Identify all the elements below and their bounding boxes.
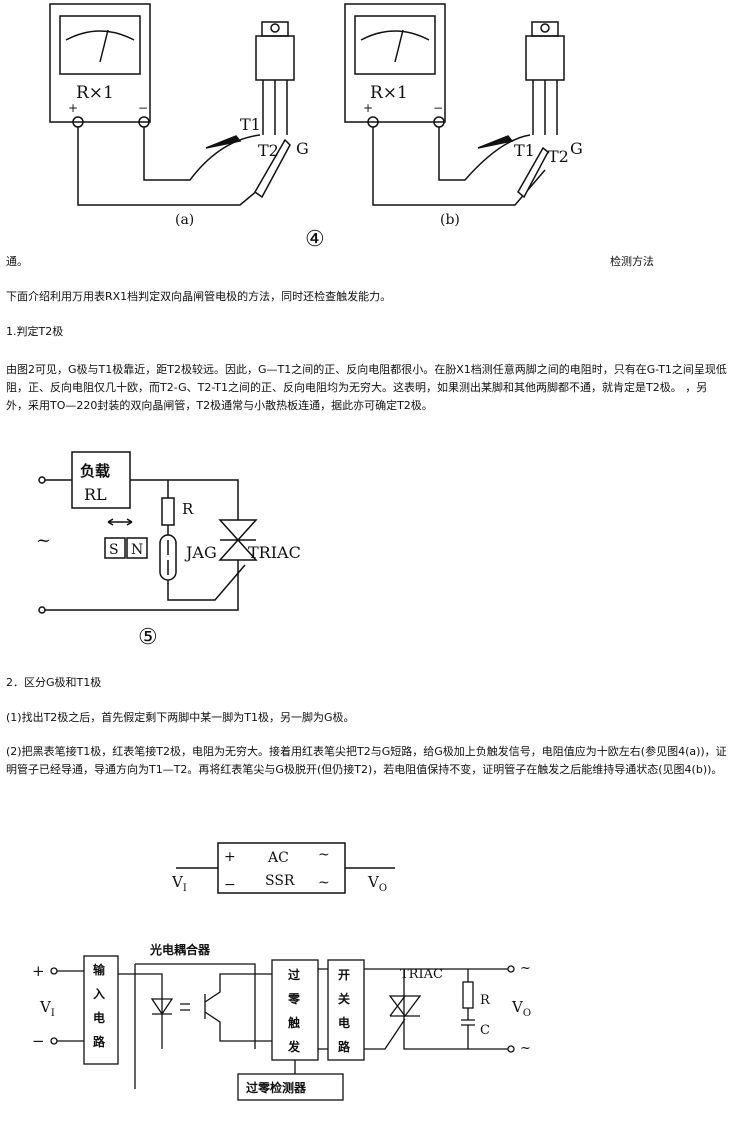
svg-text:C: C [480, 1023, 490, 1038]
svg-text:JAG: JAG [184, 543, 217, 562]
svg-text:~: ~ [318, 875, 330, 891]
svg-text:④: ④ [305, 227, 325, 250]
svg-text:光电耦合器: 光电耦合器 [149, 942, 211, 957]
svg-text:~: ~ [318, 847, 330, 863]
svg-text:R×1: R×1 [76, 83, 114, 103]
svg-text:−: − [224, 877, 236, 893]
svg-text:N: N [131, 542, 143, 558]
svg-text:+: + [363, 101, 373, 115]
svg-text:路: 路 [93, 1034, 106, 1049]
step1-paragraph: (1)找出T2极之后，首先假定剩下两脚中某一脚为T1极，另一脚为G极。 [6, 711, 355, 724]
step2-paragraph: (2)把黑表笔接T1极，红表笔接T2极，电阻为无穷大。接着用红表笔尖把T2与G短… [6, 745, 727, 776]
svg-text:TRIAC: TRIAC [248, 543, 301, 562]
svg-text:G: G [570, 139, 583, 158]
svg-text:~: ~ [36, 530, 51, 551]
figure-5-diagram: 负载 RL R JAG TRIAC ~ S N ⑤ [36, 451, 301, 650]
svg-text:发: 发 [287, 1039, 301, 1054]
svg-text:T2: T2 [258, 141, 279, 160]
triac-package-b [525, 21, 565, 135]
svg-text:R: R [182, 500, 194, 518]
text-line-tail: 通。 [6, 255, 28, 268]
svg-text:(a): (a) [175, 212, 194, 228]
svg-text:VO: VO [511, 998, 531, 1019]
svg-text:T1: T1 [514, 141, 535, 160]
svg-text:VI: VI [171, 873, 187, 894]
svg-text:VO: VO [367, 873, 387, 894]
svg-text:+: + [68, 101, 78, 115]
svg-text:S: S [109, 542, 119, 558]
intro-paragraph: 下面介绍利用万用表RX1档判定双向晶闸管电极的方法，同时还检查触发能力。 [6, 290, 392, 303]
svg-text:T1: T1 [240, 115, 261, 134]
svg-text:路: 路 [338, 1039, 351, 1054]
svg-text:AC: AC [267, 850, 289, 866]
svg-text:R×1: R×1 [370, 83, 408, 103]
svg-text:+: + [224, 849, 236, 865]
svg-text:RL: RL [84, 485, 107, 504]
svg-text:电: 电 [338, 1015, 350, 1030]
section1-body: 由图2可见，G极与T1极靠近，距T2极较远。因此，G—T1之间的正、反向电阻都很… [6, 363, 727, 412]
svg-text:SSR: SSR [265, 873, 295, 889]
ssr-block-diagram: + − VI 输 入 电 路 光电耦合器 过 零 触 发 过零检测器 开 关 电… [32, 942, 531, 1101]
multimeter-b: R×1 + − [344, 3, 446, 128]
svg-text:T2: T2 [548, 147, 569, 166]
svg-text:入: 入 [93, 987, 105, 1001]
svg-text:触: 触 [288, 1015, 300, 1030]
svg-text:G: G [296, 139, 309, 158]
section1-title: 1.判定T2极 [6, 325, 64, 338]
ssr-symbol-diagram: + − AC SSR ~ ~ VI VO [171, 842, 395, 894]
svg-text:−: − [32, 1032, 45, 1050]
svg-text:~: ~ [520, 961, 531, 976]
svg-text:−: − [433, 101, 443, 115]
svg-text:−: − [138, 101, 148, 115]
svg-text:零: 零 [287, 992, 301, 1006]
figure-4-diagram: R×1 + − T1 T2 G (a) R×1 + − T1 T2 G (b) … [49, 3, 583, 250]
svg-text:负载: 负载 [80, 462, 110, 480]
svg-text:~: ~ [520, 1041, 531, 1056]
svg-text:过零检测器: 过零检测器 [246, 1080, 307, 1095]
svg-text:R: R [480, 993, 491, 1008]
svg-text:电: 电 [93, 1010, 105, 1025]
section2-title: 2．区分G极和T1极 [6, 676, 102, 689]
triac-package-a [255, 21, 295, 135]
svg-text:⑤: ⑤ [138, 625, 158, 650]
svg-text:开: 开 [338, 968, 350, 982]
svg-text:TRIAC: TRIAC [400, 967, 443, 982]
svg-text:VI: VI [39, 998, 55, 1019]
svg-text:输: 输 [93, 962, 106, 977]
svg-text:(b): (b) [440, 212, 460, 228]
svg-text:关: 关 [338, 991, 350, 1006]
svg-text:过: 过 [288, 967, 300, 982]
svg-text:+: + [32, 962, 45, 980]
side-heading: 检测方法 [610, 255, 654, 268]
multimeter-a: R×1 + − [49, 3, 151, 128]
